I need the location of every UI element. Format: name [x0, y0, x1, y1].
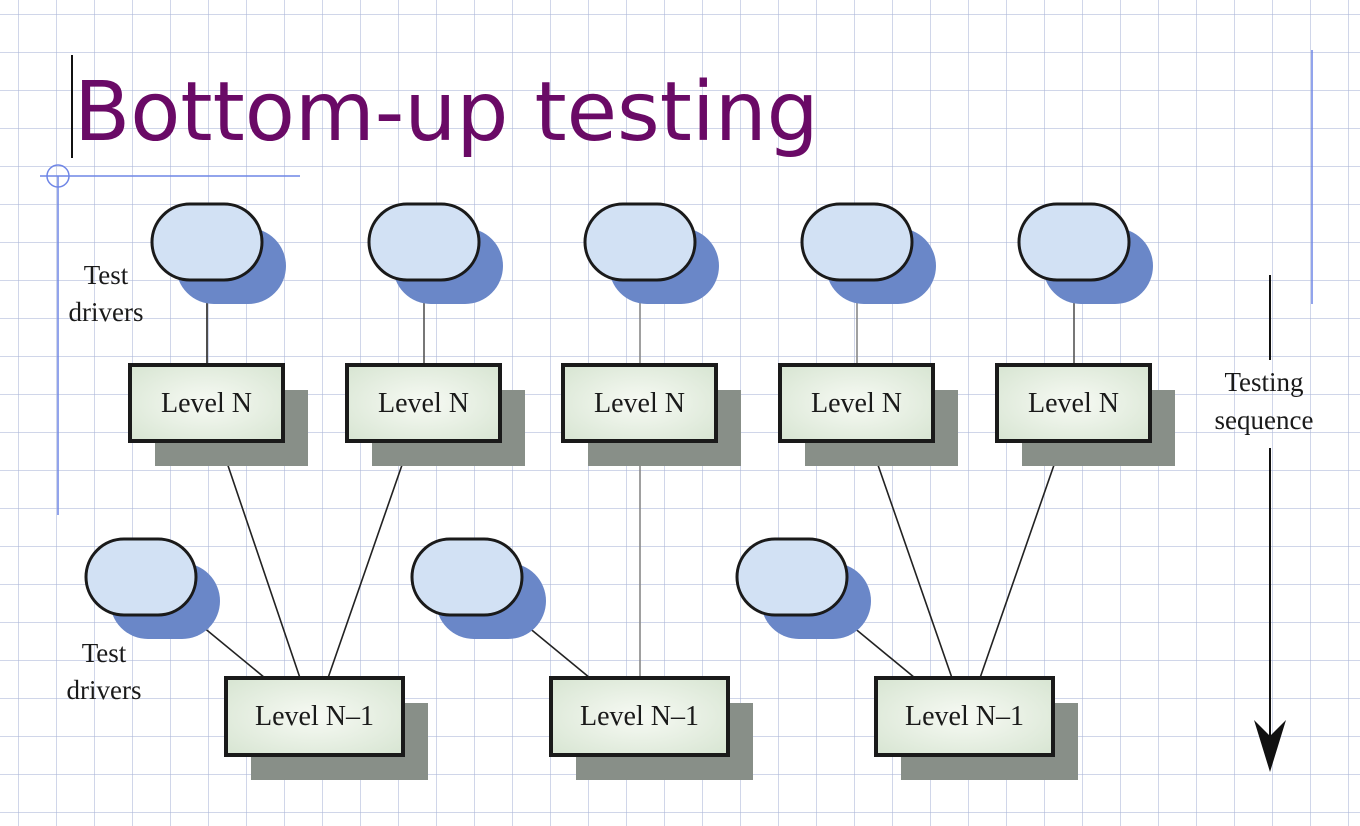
svg-text:sequence: sequence — [1215, 405, 1314, 435]
level-n-minus-1-label: Level N–1 — [905, 701, 1024, 732]
test-driver-top-3 — [583, 202, 719, 304]
level-n-label: Level N — [378, 388, 469, 419]
test-driver-bottom-3 — [735, 537, 871, 639]
svg-text:Testing: Testing — [1224, 367, 1303, 397]
level-n-module-2: Level N — [345, 363, 525, 466]
level-n-module-3: Level N — [561, 363, 741, 466]
level-n-label: Level N — [1028, 388, 1119, 419]
svg-text:Test: Test — [84, 260, 129, 290]
level-n-label: Level N — [594, 388, 685, 419]
level-n-label: Level N — [811, 388, 902, 419]
test-driver-top-2 — [367, 202, 503, 304]
svg-text:Test: Test — [82, 638, 127, 668]
accent-circle — [46, 164, 70, 188]
test-driver-bottom-2 — [410, 537, 546, 639]
level-n-label: Level N — [161, 388, 252, 419]
test-driver-top-5 — [1017, 202, 1153, 304]
arrow-down-icon — [1254, 720, 1286, 772]
level-n-minus-1-label: Level N–1 — [580, 701, 699, 732]
svg-text:drivers: drivers — [67, 675, 142, 705]
svg-text:drivers: drivers — [69, 297, 144, 327]
test-driver-bottom-1 — [84, 537, 220, 639]
slide-title: Bottom-up testing — [74, 65, 819, 160]
level-n-minus-1-label: Level N–1 — [255, 701, 374, 732]
testing-sequence-label: Testing sequence — [1215, 367, 1314, 435]
level-n-minus-1-module-1: Level N–1 — [224, 676, 428, 780]
level-n-module-4: Level N — [778, 363, 958, 466]
test-driver-top-4 — [800, 202, 936, 304]
connectors — [179, 280, 1075, 679]
test-driver-top-1 — [150, 202, 286, 304]
test-drivers-label-top: Test drivers — [69, 260, 144, 327]
level-n-minus-1-module-2: Level N–1 — [549, 676, 753, 780]
test-drivers-label-bottom: Test drivers — [67, 638, 142, 705]
level-n-minus-1-module-3: Level N–1 — [874, 676, 1078, 780]
level-n-module-1: Level N — [128, 363, 308, 466]
level-n-module-5: Level N — [995, 363, 1175, 466]
testing-sequence-arrow — [1254, 275, 1286, 772]
